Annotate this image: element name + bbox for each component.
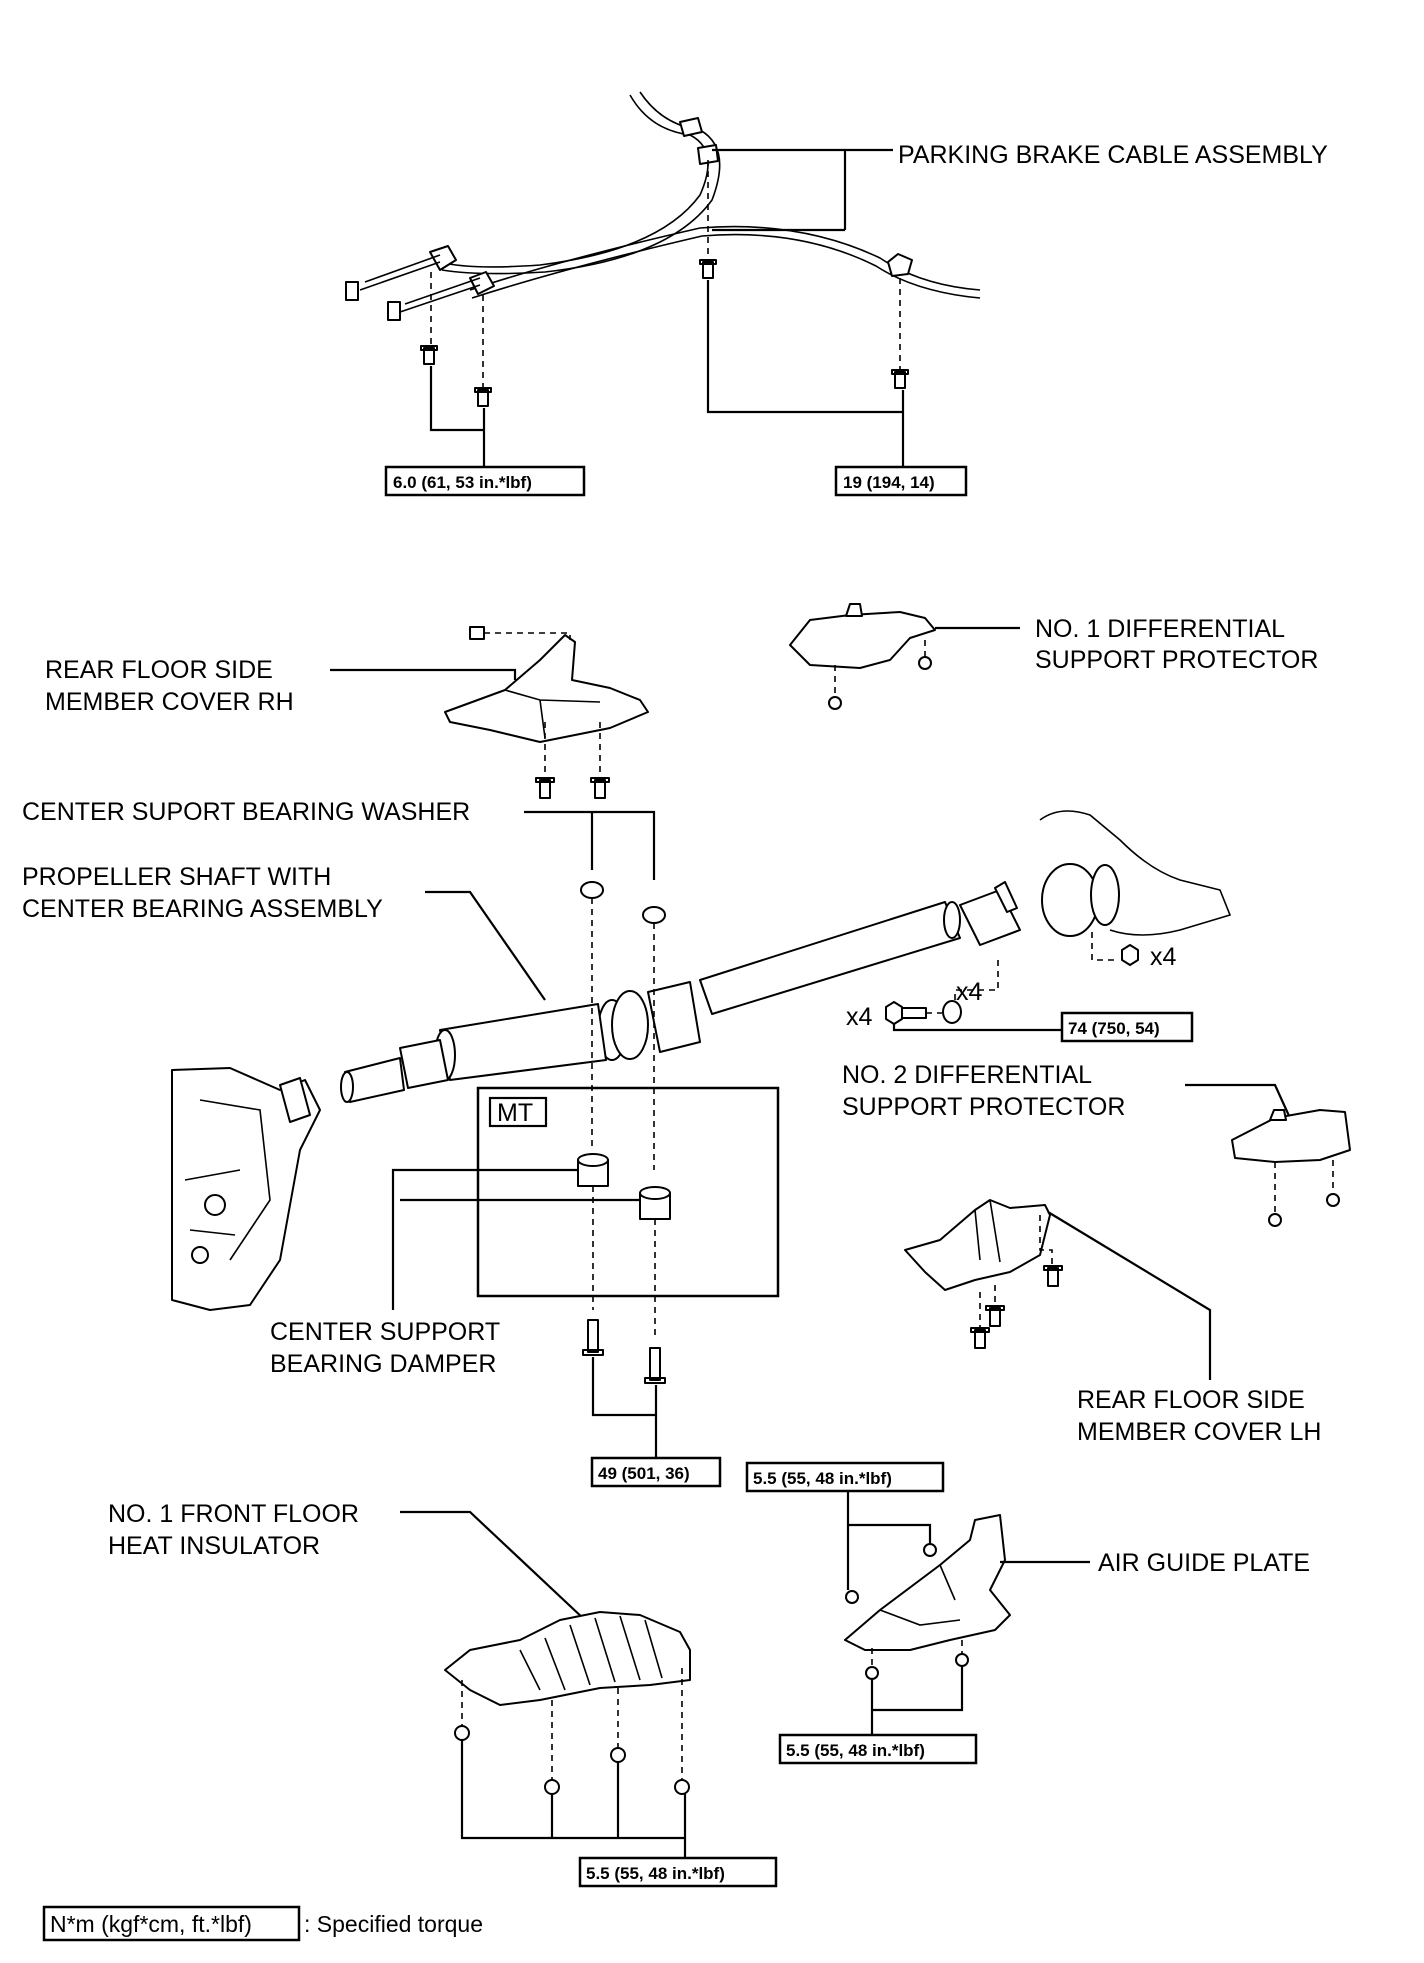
label-propeller-1: PROPELLER SHAFT WITH (22, 863, 331, 891)
transmission-illustration (171, 1067, 321, 1311)
rear-floor-cover-lh-illustration (904, 1199, 1051, 1291)
air-guide-plate-illustration (844, 1514, 1011, 1651)
torque-insulator: 5.5 (55, 48 in.*lbf) (586, 1864, 725, 1883)
label-air-guide-plate: AIR GUIDE PLATE (1098, 1549, 1310, 1577)
label-diff-protector-1-1: NO. 1 DIFFERENTIAL (1035, 615, 1285, 643)
label-x4-bolt: x4 (846, 1003, 873, 1031)
label-x4-nut: x4 (1150, 943, 1177, 971)
label-diff-protector-2-2: SUPPORT PROTECTOR (842, 1093, 1125, 1121)
heat-insulator-illustration (444, 1611, 691, 1706)
label-damper-1: CENTER SUPPORT (270, 1318, 500, 1346)
legend-box-text: N*m (kgf*cm, ft.*lbf) (50, 1911, 252, 1937)
label-x4-washer: x4 (956, 978, 983, 1006)
torque-cable-left: 6.0 (61, 53 in.*lbf) (393, 473, 532, 492)
label-parking-brake-cable: PARKING BRAKE CABLE ASSEMBLY (898, 141, 1328, 169)
label-heat-insulator-2: HEAT INSULATOR (108, 1532, 320, 1560)
label-diff-protector-1-2: SUPPORT PROTECTOR (1035, 646, 1318, 674)
label-rear-floor-cover-rh-1: REAR FLOOR SIDE (45, 656, 273, 684)
label-rear-floor-cover-lh-1: REAR FLOOR SIDE (1077, 1386, 1305, 1414)
propeller-shaft-illustration (340, 881, 1021, 1103)
parking-brake-cable-illustration (345, 91, 981, 321)
label-propeller-2: CENTER BEARING ASSEMBLY (22, 895, 383, 923)
torque-air-guide-bottom: 5.5 (55, 48 in.*lbf) (786, 1741, 925, 1760)
center-support-bearing-damper-illustration (577, 1153, 671, 1220)
diff-protector-2-illustration (1231, 1109, 1351, 1163)
label-diff-protector-2-1: NO. 2 DIFFERENTIAL (842, 1061, 1092, 1089)
cable-bolts (420, 259, 909, 407)
diff-protector-1-illustration (789, 603, 936, 669)
label-mt: MT (497, 1099, 533, 1127)
label-damper-2: BEARING DAMPER (270, 1350, 496, 1378)
label-rear-floor-cover-rh-2: MEMBER COVER RH (45, 688, 294, 716)
label-rear-floor-cover-lh-2: MEMBER COVER LH (1077, 1418, 1321, 1446)
rear-floor-cover-rh-illustration (444, 626, 649, 743)
torque-air-guide-top: 5.5 (55, 48 in.*lbf) (753, 1469, 892, 1488)
label-heat-insulator-1: NO. 1 FRONT FLOOR (108, 1500, 359, 1528)
legend-suffix: : Specified torque (304, 1911, 483, 1937)
torque-center-bearing: 49 (501, 36) (598, 1464, 690, 1483)
differential-flange-illustration (1039, 810, 1232, 937)
legend: N*m (kgf*cm, ft.*lbf) : Specified torque (42, 1905, 483, 1942)
torque-cable-right: 19 (194, 14) (843, 473, 935, 492)
label-center-washer: CENTER SUPORT BEARING WASHER (22, 798, 470, 826)
torque-flange-bolt: 74 (750, 54) (1068, 1019, 1160, 1038)
